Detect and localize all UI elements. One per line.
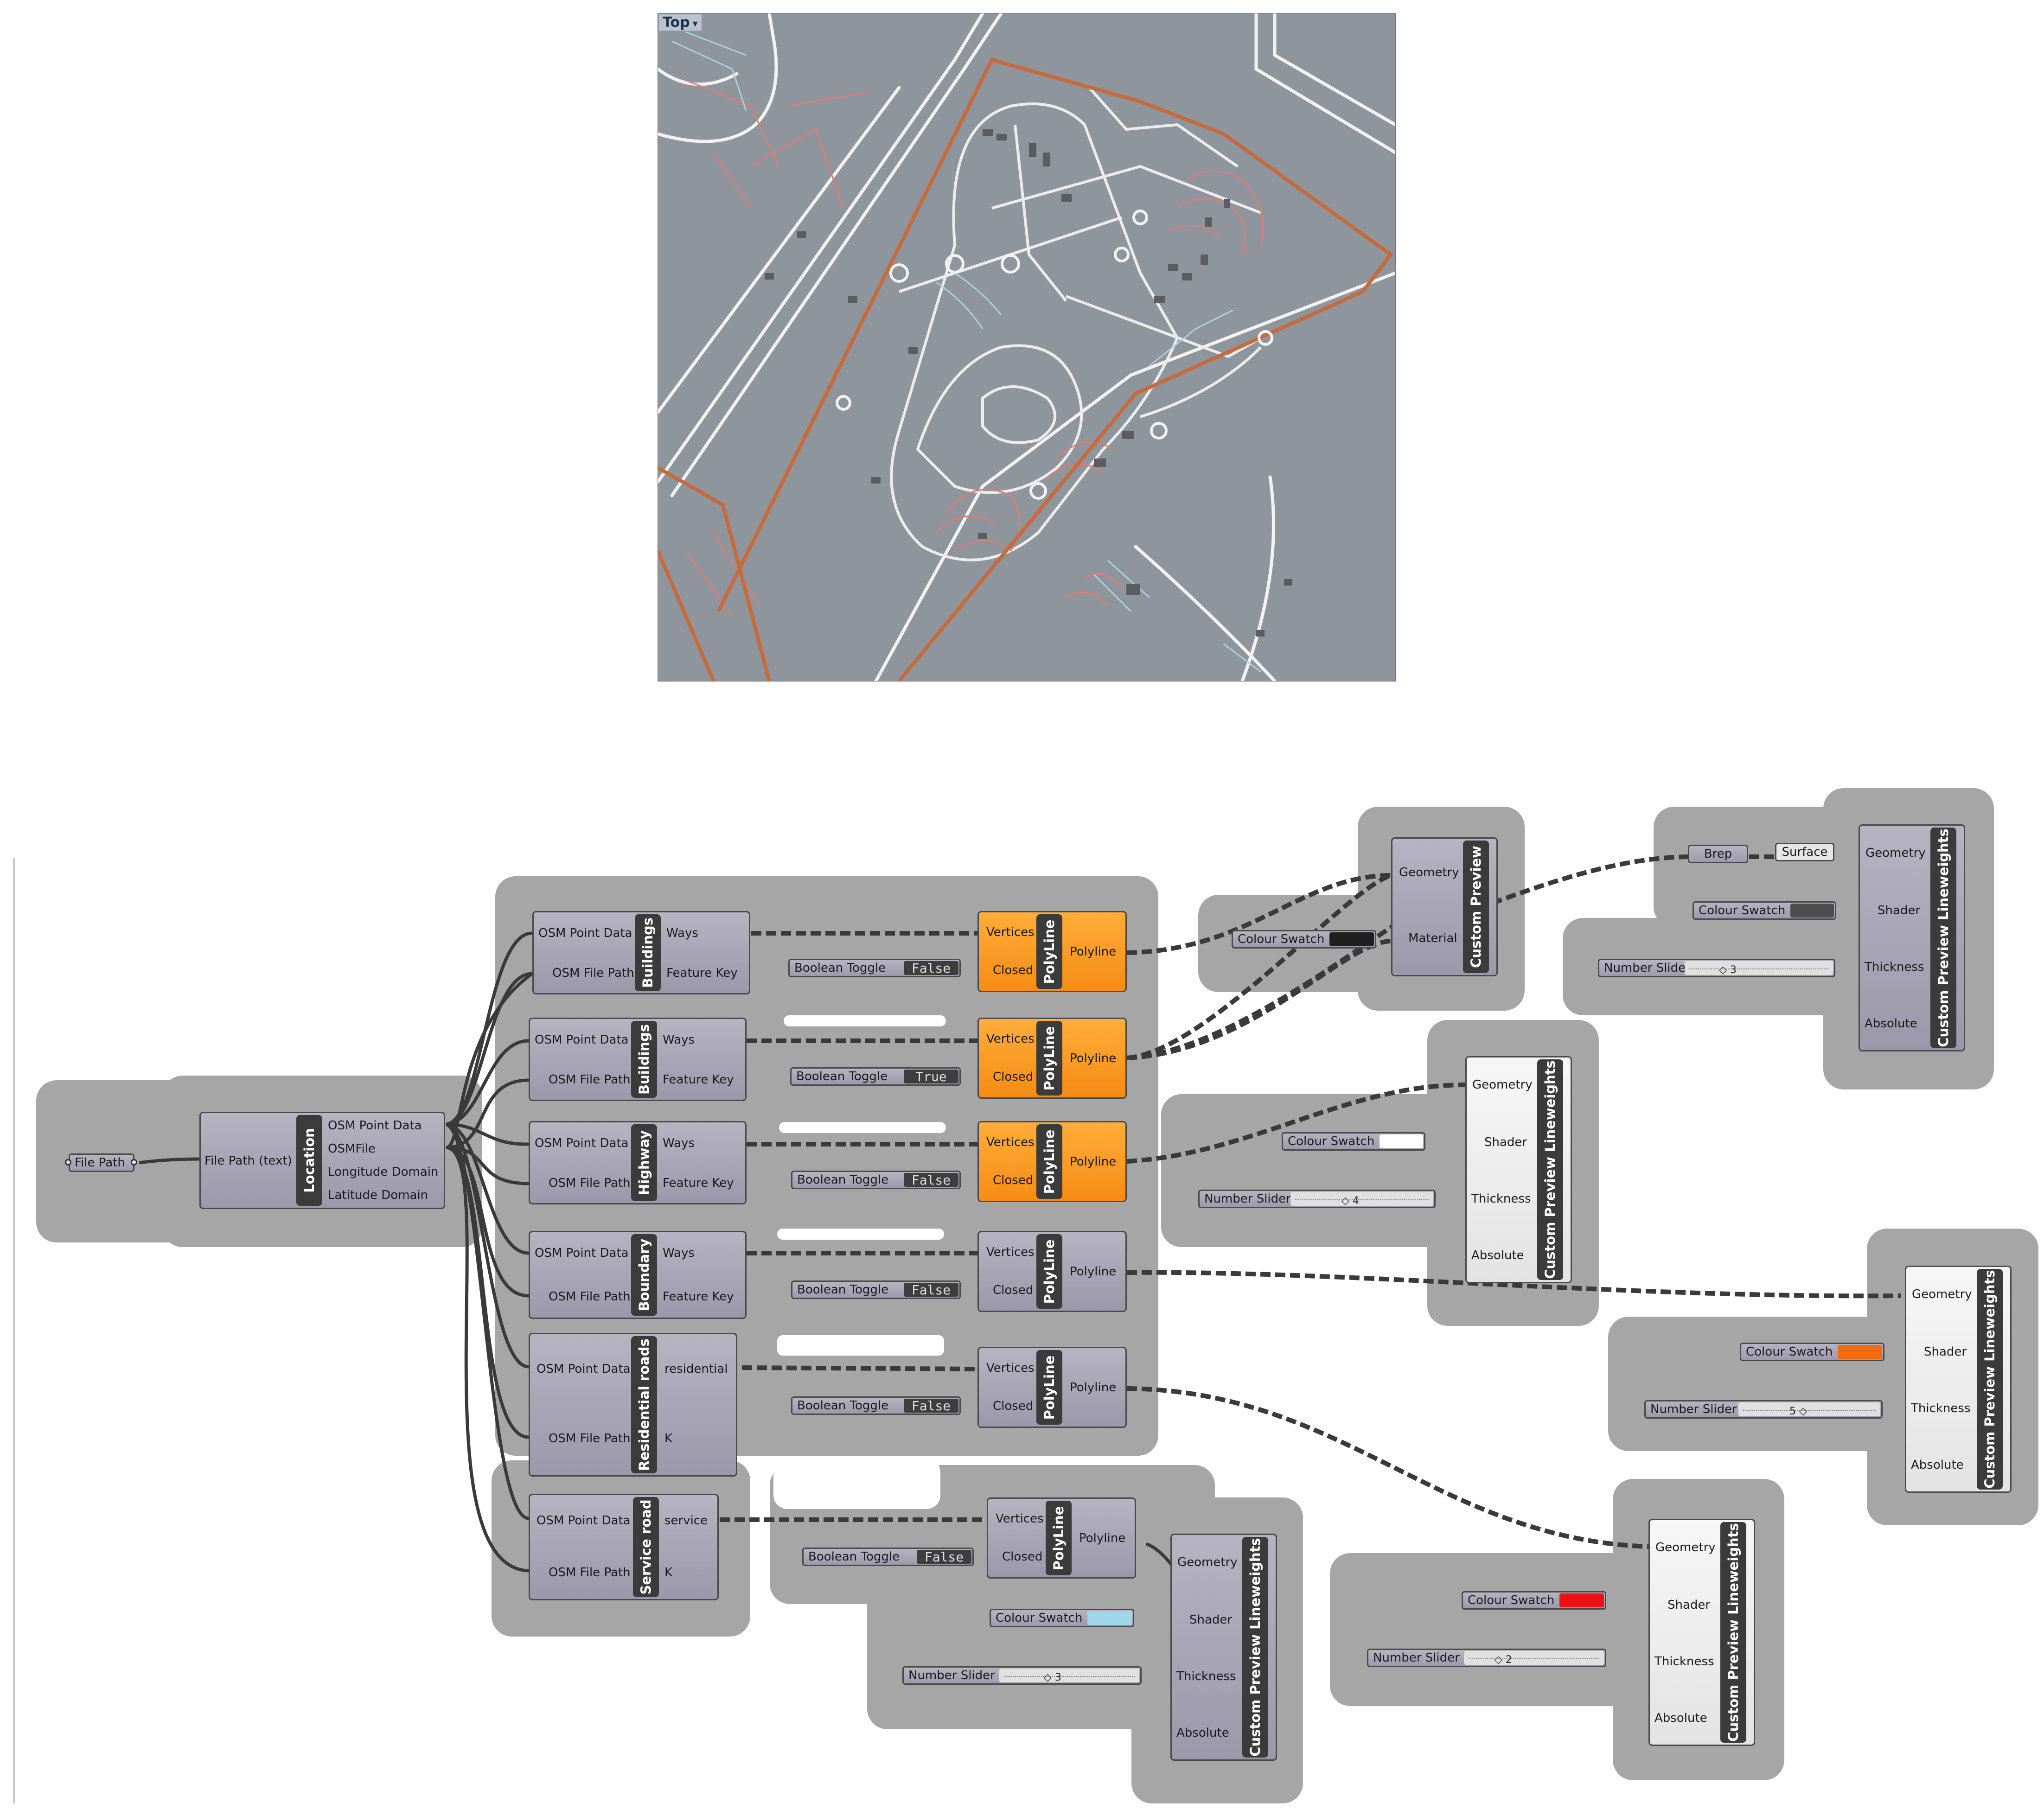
custom-preview-lineweights-5[interactable]: Custom Preview Lineweights Geometry Shad… xyxy=(1170,1534,1277,1761)
slider-knob[interactable]: ◇ 3 xyxy=(1719,964,1737,976)
building-footprints xyxy=(765,129,1292,637)
spacer xyxy=(779,1122,946,1133)
location-component[interactable]: Location File Path (text) OSM Point Data… xyxy=(199,1112,445,1209)
brep-param[interactable]: Brep xyxy=(1688,845,1748,863)
colour-swatch[interactable]: Colour Swatch xyxy=(1282,1132,1425,1151)
polyline-component-6[interactable]: PolyLine Vertices Closed Polyline xyxy=(987,1497,1136,1579)
custom-preview-lineweights-1[interactable]: Custom Preview Lineweights Geometry Shad… xyxy=(1859,824,1965,1051)
service-road-component[interactable]: Service road OSM Point Data OSM File Pat… xyxy=(529,1494,719,1600)
polyline-component-2[interactable]: PolyLine Vertices Closed Polyline xyxy=(977,1018,1127,1099)
slider-track[interactable]: ◇ 3 xyxy=(1685,961,1833,976)
service-streets xyxy=(671,31,1261,673)
swatch-value[interactable] xyxy=(1790,904,1834,917)
canvas-left-edge xyxy=(13,858,15,1803)
slider-track[interactable]: ◇ 2 xyxy=(1464,1651,1604,1666)
rhino-viewport-top[interactable]: Top▾ xyxy=(658,13,1396,682)
spacer xyxy=(777,1229,944,1240)
highway-component[interactable]: Highway OSM Point Data OSM File Path Way… xyxy=(529,1121,747,1204)
slider-knob[interactable]: 5 ◇ xyxy=(1789,1406,1807,1417)
port-dot[interactable] xyxy=(131,1159,137,1166)
polyline-component-1[interactable]: PolyLine Vertices Closed Polyline xyxy=(977,911,1127,992)
swatch-value[interactable] xyxy=(1380,1134,1423,1148)
residential-roads-component[interactable]: Residential roads OSM Point Data OSM Fil… xyxy=(529,1333,737,1477)
swatch-value[interactable] xyxy=(1838,1345,1882,1359)
roundabouts xyxy=(836,210,1273,500)
map-preview xyxy=(658,13,1395,681)
colour-swatch[interactable]: Colour Swatch xyxy=(1740,1343,1884,1361)
chevron-down-icon[interactable]: ▾ xyxy=(692,18,698,30)
viewport-label[interactable]: Top▾ xyxy=(659,14,702,31)
swatch-value[interactable] xyxy=(1329,932,1374,946)
number-slider[interactable]: Number Slider◇ 2 xyxy=(1367,1649,1606,1667)
custom-preview-lineweights-3[interactable]: Custom Preview Lineweights Geometry Shad… xyxy=(1905,1266,2012,1493)
spacer xyxy=(777,1335,944,1356)
polyline-component-4[interactable]: PolyLine Vertices Closed Polyline xyxy=(977,1231,1127,1312)
site-boundary xyxy=(658,57,1393,681)
surface-param[interactable]: Surface xyxy=(1775,843,1834,861)
buildings-component-2[interactable]: Buildings OSM Point Data OSM File Path W… xyxy=(529,1018,747,1101)
file-path-param[interactable]: File Path xyxy=(69,1153,134,1172)
slider-track[interactable]: ◇ 4 xyxy=(1290,1192,1433,1207)
custom-preview-component[interactable]: Custom Preview Geometry Material xyxy=(1391,837,1498,976)
spacer xyxy=(773,1458,940,1509)
colour-swatch[interactable]: Colour Swatch xyxy=(1232,930,1376,949)
slider-knob[interactable]: ◇ 3 xyxy=(1044,1672,1061,1683)
colour-swatch[interactable]: Colour Swatch xyxy=(1693,901,1836,920)
residential-streets xyxy=(681,77,1264,617)
slider-track[interactable]: ◇ 3 xyxy=(999,1669,1139,1683)
main-roads xyxy=(658,13,1395,681)
spacer xyxy=(784,1015,946,1026)
swatch-value[interactable] xyxy=(1559,1593,1604,1607)
colour-swatch[interactable]: Colour Swatch xyxy=(990,1609,1134,1627)
slider-track[interactable]: 5 ◇ xyxy=(1738,1402,1880,1417)
number-slider[interactable]: Number Slider◇ 3 xyxy=(902,1666,1142,1685)
swatch-value[interactable] xyxy=(1087,1611,1132,1625)
custom-preview-lineweights-4[interactable]: Custom Preview Lineweights Geometry Shad… xyxy=(1648,1519,1755,1746)
slider-knob[interactable]: ◇ 2 xyxy=(1495,1654,1512,1666)
boundary-component[interactable]: Boundary OSM Point Data OSM File Path Wa… xyxy=(529,1231,747,1319)
polyline-component-3[interactable]: PolyLine Vertices Closed Polyline xyxy=(977,1121,1127,1202)
slider-knob[interactable]: ◇ 4 xyxy=(1341,1195,1359,1207)
custom-preview-lineweights-2[interactable]: Custom Preview Lineweights Geometry Shad… xyxy=(1465,1056,1572,1283)
polyline-component-5[interactable]: PolyLine Vertices Closed Polyline xyxy=(977,1347,1127,1428)
number-slider[interactable]: Number Slider◇ 3 xyxy=(1598,959,1835,977)
port-dot[interactable] xyxy=(65,1159,71,1166)
colour-swatch[interactable]: Colour Swatch xyxy=(1462,1591,1606,1610)
buildings-component-1[interactable]: Buildings OSM Point Data OSM File Path W… xyxy=(532,911,750,994)
solid-wires xyxy=(139,931,1175,1573)
number-slider[interactable]: Number Slider◇ 4 xyxy=(1198,1190,1436,1208)
